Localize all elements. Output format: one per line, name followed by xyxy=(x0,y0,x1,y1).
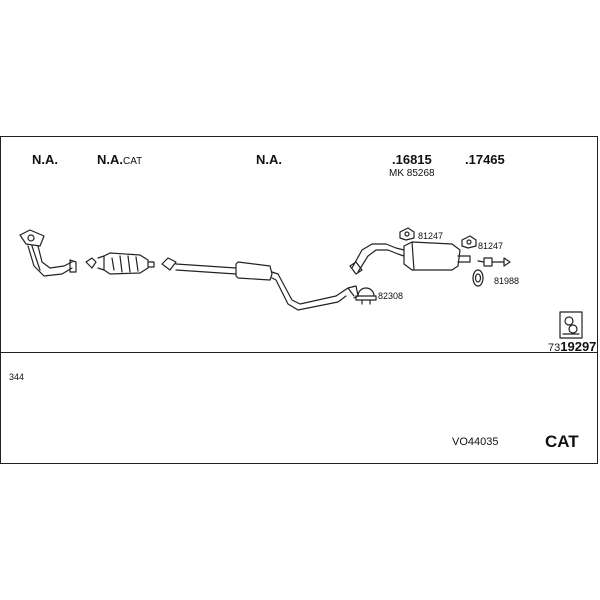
part-number-clamp-d: 81988 xyxy=(494,276,520,286)
clamp-d-drawing xyxy=(472,257,511,287)
instructions-icon xyxy=(559,311,583,339)
kit-type: CAT xyxy=(545,432,579,451)
mounting-kit-label: MK 85268 xyxy=(389,168,435,179)
rear-silencer-drawing xyxy=(349,241,471,275)
part-number-clamp-a: 81247 xyxy=(418,231,444,241)
footer-left-code: 344 xyxy=(9,372,25,382)
label-rear-silencer: .16815 xyxy=(392,152,432,167)
diagram-frame xyxy=(0,136,598,464)
clamp-c-drawing xyxy=(355,287,377,305)
reference-number: 7319297 xyxy=(548,339,597,354)
part-number-clamp-b: 81247 xyxy=(478,241,504,251)
label-catalyst: N.A.CAT xyxy=(97,152,143,167)
catalyst-drawing xyxy=(85,252,155,275)
label-front-pipe: N.A. xyxy=(32,152,58,167)
clamp-b-drawing xyxy=(461,235,477,249)
kit-code: VO44035 xyxy=(452,436,499,448)
label-middle-pipe: N.A. xyxy=(256,152,282,167)
diagram-divider xyxy=(1,352,597,353)
part-number-clamp-c: 82308 xyxy=(378,291,404,301)
front-pipe-drawing xyxy=(19,229,77,277)
label-tail-part: .17465 xyxy=(465,152,505,167)
clamp-a-drawing xyxy=(399,227,415,241)
middle-pipe-drawing xyxy=(161,257,359,311)
